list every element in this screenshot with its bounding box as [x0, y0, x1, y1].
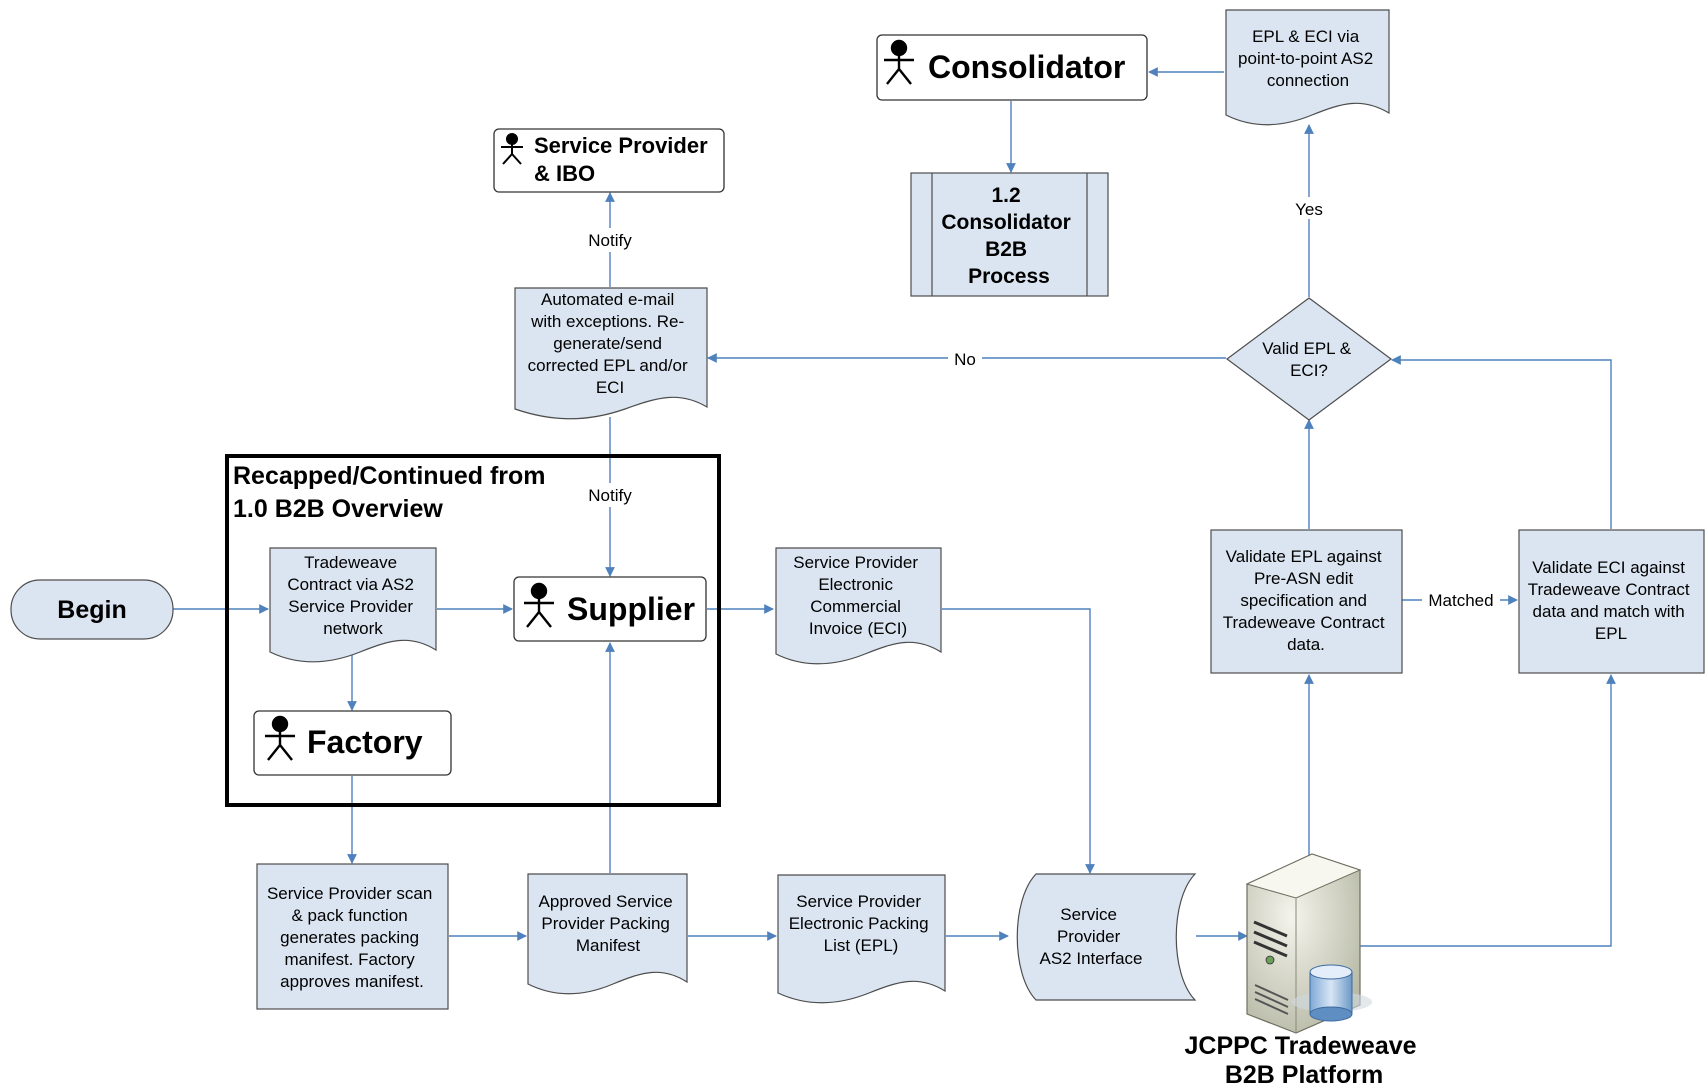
edge-eci-as2 — [942, 608, 1095, 874]
point-to-point-doc: EPL & ECI via point-to-point AS2 connect… — [1225, 9, 1390, 126]
as2-interface: Service Provider AS2 Interface — [1016, 873, 1197, 1001]
consolidator-label: Consolidator — [928, 49, 1125, 85]
automated-email-doc: Automated e-mail with exceptions. Re- ge… — [514, 287, 708, 420]
epl-doc: Service Provider Electronic Packing List… — [777, 874, 946, 1004]
consolidator-actor: Consolidator — [876, 34, 1148, 101]
service-provider-person-icon — [501, 133, 523, 165]
consolidator-person-icon — [884, 39, 914, 85]
platform-label: JCPPC Tradeweave B2B Platform — [1184, 1032, 1423, 1089]
svg-text:Service Provider Electro: Service Provider Electronic Packing List… — [789, 892, 934, 955]
valid-decision: Valid EPL & ECI? — [1225, 297, 1393, 421]
yes-label: Yes — [1295, 200, 1323, 219]
validate-eci-process: Validate ECI against Tradeweave Contract… — [1518, 529, 1705, 674]
svg-text:Service Provider & IBO: Service Provider & IBO — [534, 133, 714, 186]
notify-label-lower: Notify — [588, 486, 632, 505]
svg-text:Service Provider Electro: Service Provider Electronic Commercial I… — [793, 553, 922, 638]
svg-text:Approved Service Provide: Approved Service Provider Packing Manife… — [539, 892, 678, 955]
svg-text:Validate ECI against Tra: Validate ECI against Tradeweave Contract… — [1528, 558, 1695, 643]
begin-terminator: Begin — [10, 579, 174, 640]
scan-pack-process: Service Provider scan & pack function ge… — [256, 863, 449, 1010]
database-icon — [1309, 964, 1353, 1022]
validate-epl-process: Validate EPL against Pre-ASN edit specif… — [1210, 529, 1403, 674]
svg-text:Tradeweave Contract via: Tradeweave Contract via AS2 Service Prov… — [287, 553, 418, 638]
supplier-person-icon — [524, 582, 554, 628]
svg-text:Service Provider A: Service Provider AS2 Interface — [1039, 905, 1142, 968]
service-provider-ibo-actor: Service Provider & IBO — [493, 128, 725, 193]
begin-label: Begin — [57, 596, 126, 624]
recap-title: Recapped/Continued from 1.0 B2B Overview — [233, 462, 552, 523]
supplier-label: Supplier — [567, 591, 695, 627]
tradeweave-contract-doc: Tradeweave Contract via AS2 Service Prov… — [269, 547, 437, 663]
svg-text:EPL & ECI via point-to-p: EPL & ECI via point-to-point AS2 connect… — [1238, 27, 1378, 90]
matched-label: Matched — [1428, 591, 1493, 610]
factory-label: Factory — [307, 724, 423, 760]
svg-text:Automated e-mail with ex: Automated e-mail with exceptions. Re- ge… — [528, 290, 693, 397]
eci-doc: Service Provider Electronic Commercial I… — [775, 547, 942, 665]
notify-label-upper: Notify — [588, 231, 632, 250]
factory-actor: Factory — [253, 710, 452, 776]
recap-frame — [225, 454, 721, 807]
svg-text:1.2 Consolidator B: 1.2 Consolidator B2B Process — [941, 184, 1076, 288]
svg-text:Valid EPL & ECI?: Valid EPL & ECI? — [1262, 339, 1356, 380]
edge-platform-validate-eci — [1309, 674, 1616, 947]
edge-validate-eci-decision — [1391, 355, 1612, 529]
svg-text:Validate EPL against Pre: Validate EPL against Pre-ASN edit specif… — [1223, 547, 1390, 654]
approved-manifest-doc: Approved Service Provider Packing Manife… — [527, 873, 688, 995]
supplier-actor: Supplier — [513, 576, 707, 642]
edge-labels: Notify Notify No Yes Matched — [580, 197, 1500, 611]
no-label: No — [954, 350, 976, 369]
consolidator-b2b-process: 1.2 Consolidator B2B Process — [910, 172, 1109, 297]
svg-text:Service Provider scan &: Service Provider scan & pack function ge… — [267, 884, 437, 991]
factory-person-icon — [265, 715, 295, 761]
